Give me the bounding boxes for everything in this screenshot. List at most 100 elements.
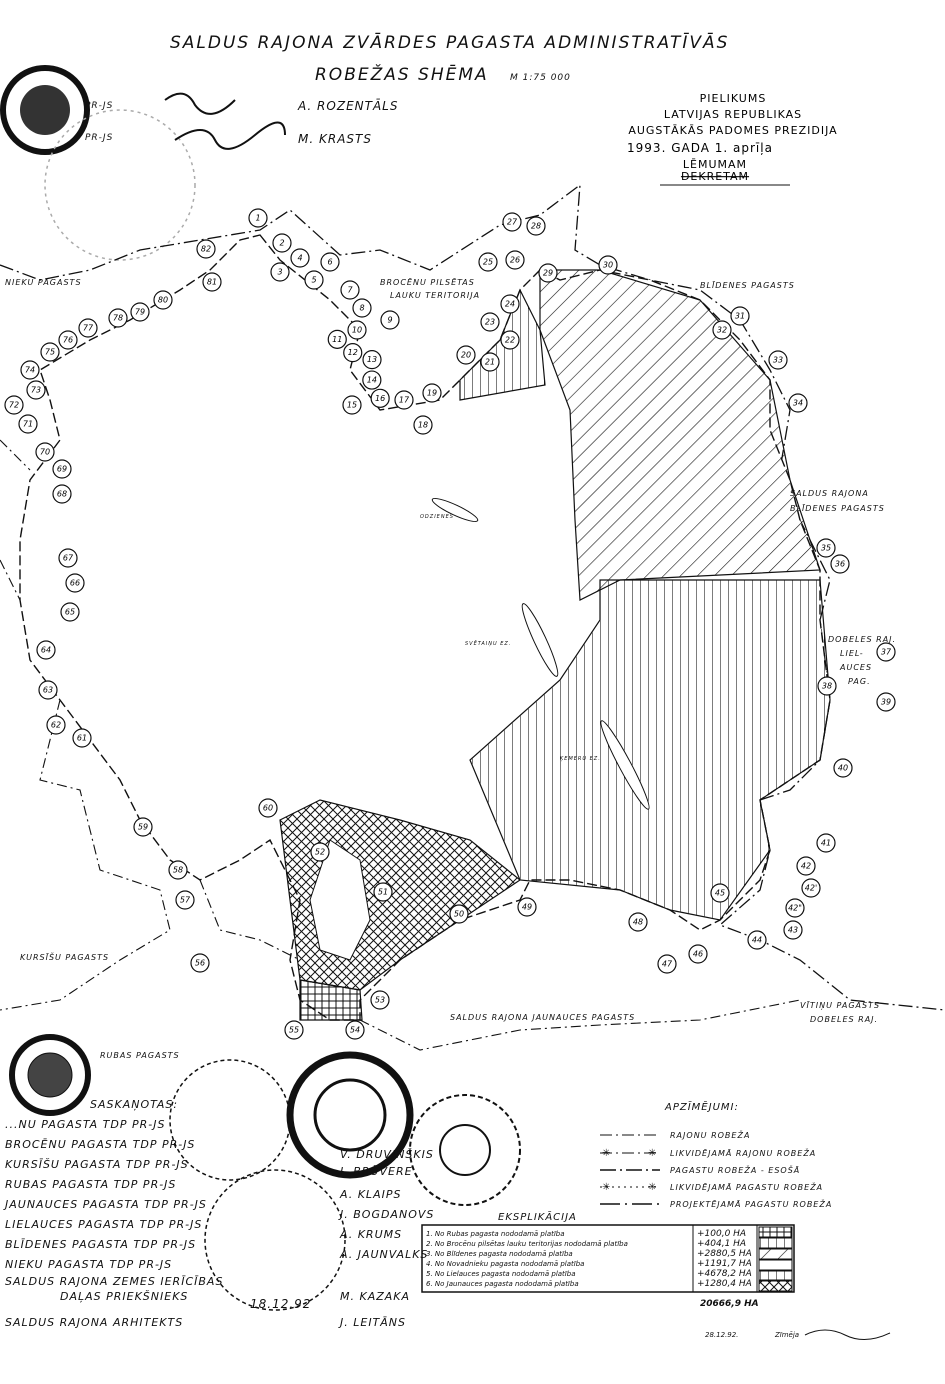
marker-number: 65 [65,608,75,617]
region-label: BLĪDENES PAGASTS [700,280,795,290]
marker-circle [526,216,546,236]
marker-number: 8 [359,304,364,313]
marker-number: 32 [717,326,727,335]
boundary-point-marker: 42" [785,898,805,918]
boundary-point-marker: 42' [801,878,821,898]
marker-circle [817,676,837,696]
agreement-org: ...NU PAGASTA TDP PR-JS [5,1118,165,1131]
boundary-point-marker: 26 [505,250,525,270]
boundary-point-marker: 44 [747,930,767,950]
marker-number: 38 [822,682,832,691]
map-scale: M 1:75 000 [510,73,571,83]
hatch-swatch [758,1237,793,1249]
region-label: BROCĒNU PILSĒTAS [380,277,475,287]
star-icon: ✳ [602,1182,611,1193]
boundary-point-marker: 54 [345,1020,365,1040]
marker-number: 72 [9,401,19,410]
marker-circle [18,414,38,434]
marker-circle [422,383,442,403]
marker-number: 12 [348,348,358,357]
architect-name: J. LEITĀNS [338,1316,406,1329]
appendix-line: AUGSTĀKĀS PADOMES PREZIDIJA [628,124,837,137]
boundary-point-marker: 25 [478,252,498,272]
boundary-point-marker: 68 [52,484,72,504]
marker-number: 56 [195,959,205,968]
marker-number: 69 [57,465,67,474]
marker-number: 62 [51,721,61,730]
explication-title: EKSPLIKĀCIJA [498,1210,577,1223]
marker-number: 30 [603,261,613,270]
agreement-org: BLĪDENES PAGASTA TDP PR-JS [5,1238,196,1251]
marker-circle [598,255,618,275]
marker-number: 1 [255,214,260,223]
boundary-point-marker: 38 [817,676,837,696]
marker-circle [362,350,382,370]
boundary-point-marker: 71 [18,414,38,434]
region-label: AUCES [839,663,872,672]
approval-role: PR-JS [85,133,113,143]
land-dept-name: M. KAZAKA [340,1290,410,1303]
boundary-point-marker: 11 [327,329,347,349]
marker-number: 42 [801,862,811,871]
marker-circle [52,459,72,479]
boundary-point-marker: 81 [202,272,222,292]
boundary-point-marker: 52 [310,842,330,862]
lake [600,720,650,810]
marker-circle [362,370,382,390]
region-label: VĪTIŅU PAGASTS [800,1000,880,1010]
marker-circle [40,342,60,362]
marker-circle [876,642,896,662]
region-label: SALDUS RAJONA [790,489,869,498]
marker-circle [816,833,836,853]
marker-number: 4 [297,254,302,263]
explication-row-value: +2880,5 HA [697,1249,752,1259]
marker-circle [456,345,476,365]
boundary-point-marker: 73 [26,380,46,400]
boundary-point-marker: 2 [272,233,292,253]
boundary-point-marker: 70 [35,442,55,462]
marker-circle [26,380,46,400]
appendix-line: LĒMUMAM [683,158,747,171]
boundary-point-marker: 32 [712,320,732,340]
star-icon: ✳ [602,1148,611,1159]
map-area [0,183,945,1051]
boundary-point-marker: 16 [370,388,390,408]
explication-row-text: 2. No Brocēnu pilsētas lauku teritorijas… [426,1240,628,1248]
lake-label: SVĒTAIŅU EZ. [465,640,511,647]
marker-number: 36 [835,560,845,569]
appendix-date: 1993. GADA 1. aprīļa [627,141,773,155]
marker-number: 67 [63,554,74,563]
boundary-point-marker: 34 [788,393,808,413]
marker-circle [517,897,537,917]
boundary-point-marker: 10 [347,320,367,340]
boundary-point-marker: 3 [270,262,290,282]
explication-row-value: +1191,7 HA [697,1259,752,1269]
marker-circle [796,856,816,876]
boundary-point-marker: 8 [352,298,372,318]
marker-number: 27 [507,218,518,227]
boundary-point-marker: 58 [168,860,188,880]
boundary-point-marker: 1 [248,208,268,228]
marker-circle [816,538,836,558]
boundary-point-marker: 42 [796,856,816,876]
marker-number: 52 [315,848,325,857]
boundary-point-marker: 43 [783,920,803,940]
marker-circle [248,208,268,228]
marker-circle [768,350,788,370]
marker-number: 7 [347,286,353,295]
boundary-point-marker: 4 [290,248,310,268]
marker-number: 73 [31,386,41,395]
marker-circle [78,318,98,338]
marker-number: 6 [327,258,332,267]
explication-row-text: 4. No Novadnieku pagasta nododamā platīb… [426,1260,584,1268]
legend-item: LIKVIDĒJAMĀ PAGASTU ROBEŽA [670,1181,823,1192]
explication-total: 20666,9 HA [700,1299,759,1309]
explication-date: 28.12.92. [705,1331,738,1339]
legend: APZĪMĒJUMI: RAJONU ROBEŽA ✳✳ LIKVIDĒJAMĀ… [600,1100,831,1209]
explication-drafter: Zīmēja [774,1331,799,1339]
explication-table: EKSPLIKĀCIJA 1. No Rubas pagasta nododam… [421,1210,891,1340]
marker-number: 79 [135,308,145,317]
boundary-point-marker: 12 [343,343,363,363]
marker-number: 53 [375,996,385,1005]
